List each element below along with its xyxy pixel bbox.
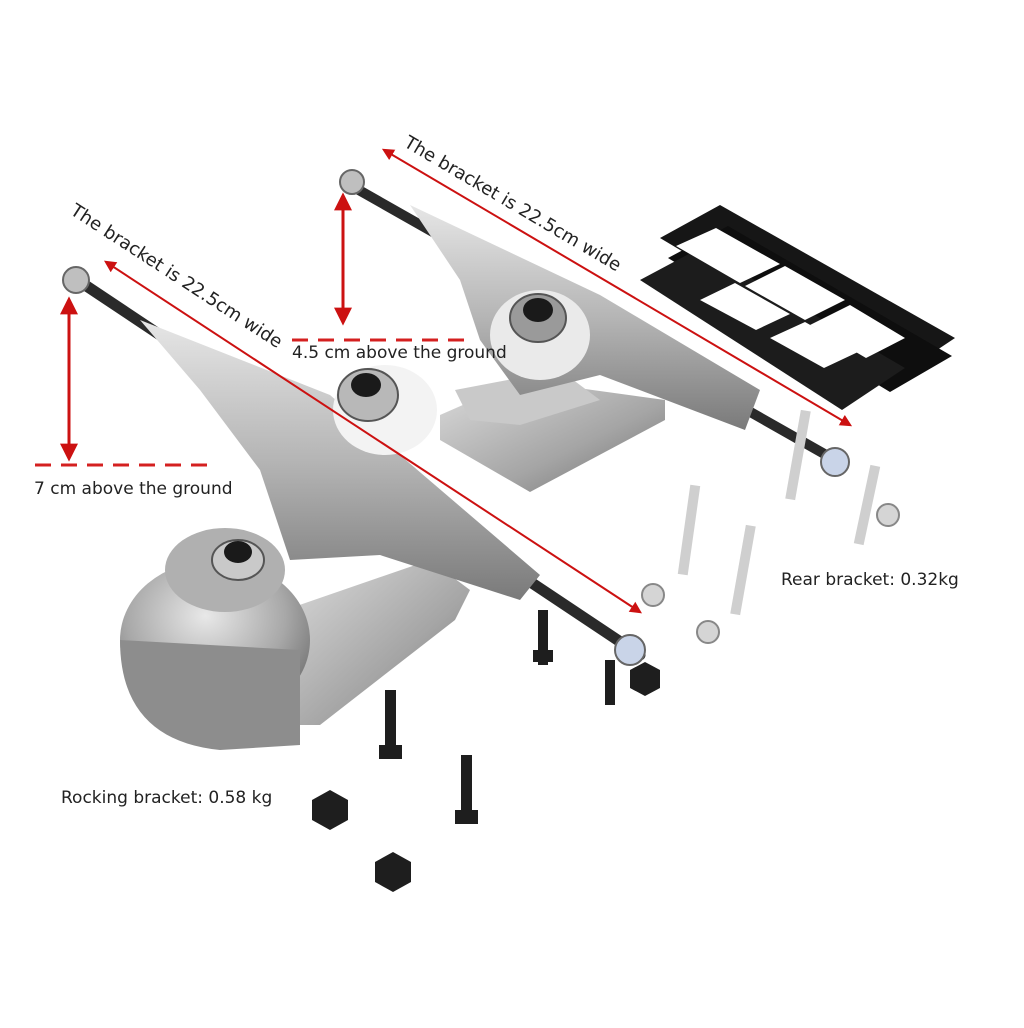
bolts-and-nuts: [312, 409, 900, 892]
rear-weight-label: Rear bracket: 0.32kg: [781, 570, 959, 590]
rear-height-arrow: [292, 192, 470, 342]
front-width-arrow: [103, 260, 643, 614]
front-height-label: 7 cm above the ground: [34, 479, 233, 499]
front-height-arrow: [35, 296, 210, 467]
rear-height-label: 4.5 cm above the ground: [292, 343, 507, 363]
rocking-weight-label: Rocking bracket: 0.58 kg: [61, 788, 273, 808]
